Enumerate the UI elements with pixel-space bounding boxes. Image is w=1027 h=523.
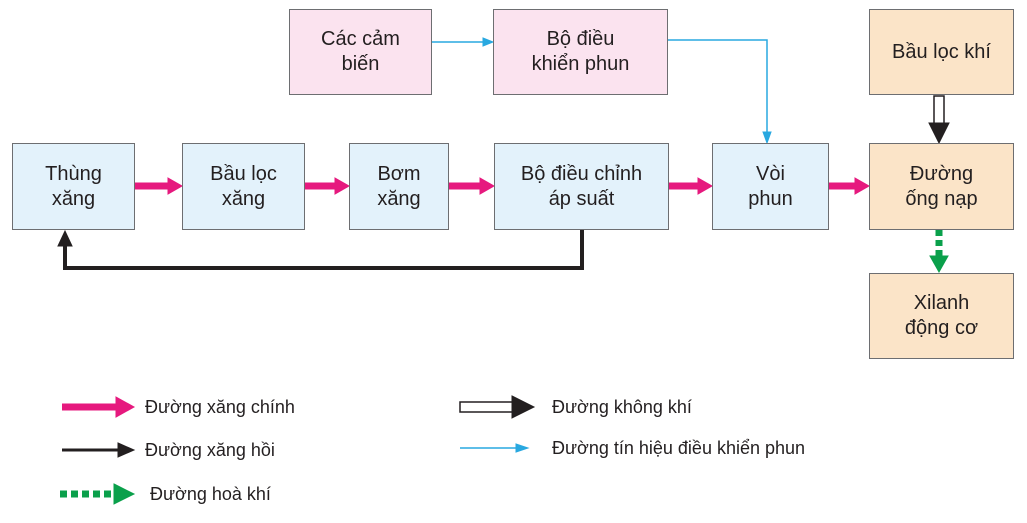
arrowhead-bom-to-dieuchinh [479, 177, 496, 195]
box-pressure-regulator: Bộ điều chỉnh áp suất [494, 143, 669, 230]
air-arrowhead [928, 122, 950, 145]
box-fuel-filter: Bầu lọc xăng [182, 143, 305, 230]
mixture-line [929, 230, 949, 274]
box-fuel-pump-label: Bơm xăng [377, 162, 421, 210]
box-injector: Vòi phun [712, 143, 829, 230]
box-engine-cylinder-label: Xilanh động cơ [904, 292, 979, 339]
legend-mixture-label: Đường hoà khí [150, 484, 271, 504]
mixture-arrowhead [929, 255, 949, 274]
legend-mixture-symbol [60, 483, 136, 505]
box-intake-manifold: Đường ống nạp [869, 143, 1014, 230]
main-fuel-arrows [135, 177, 871, 195]
box-fuel-pump: Bơm xăng [349, 143, 449, 230]
legend-signal-symbol [460, 443, 530, 453]
box-sensors: Các cảm biến [289, 9, 432, 95]
legend-main-fuel-label: Đường xăng chính [145, 397, 295, 417]
return-arrowhead [57, 229, 73, 247]
box-fuel-tank-label: Thùng xăng [45, 162, 102, 210]
arrowhead-bauloc-to-bom [334, 177, 351, 195]
arrowhead-thung-to-bauloc [167, 177, 184, 195]
return-path [63, 230, 584, 270]
box-sensors-label: Các cảm biến [321, 28, 400, 75]
return-fuel-line [57, 229, 584, 270]
air-line [928, 95, 950, 145]
legend-air-label: Đường không khí [552, 397, 692, 417]
box-air-filter-label: Bầu lọc khí [892, 40, 991, 63]
box-engine-cylinder: Xilanh động cơ [869, 273, 1014, 359]
box-intake-manifold-label: Đường ống nạp [905, 162, 978, 210]
box-injection-controller-label: Bộ điều khiển phun [531, 28, 630, 75]
signal-ecu-to-injector [668, 39, 768, 133]
legend-air-symbol [459, 395, 536, 419]
box-fuel-filter-label: Bầu lọc xăng [210, 162, 277, 210]
box-pressure-regulator-label: Bộ điều chỉnh áp suất [520, 162, 643, 210]
box-air-filter: Bầu lọc khí [869, 9, 1014, 95]
legend-main-fuel-symbol [62, 396, 136, 418]
legend-signal-label: Đường tín hiệu điều khiển phun [552, 438, 806, 458]
air-shaft [933, 95, 945, 125]
box-injector-label: Vòi phun [748, 162, 793, 210]
legend-graphics [60, 395, 536, 505]
arrowhead-dieuchinh-to-voiphun [697, 177, 714, 195]
signal-lines [432, 37, 772, 145]
box-fuel-tank: Thùng xăng [12, 143, 135, 230]
signal-sensors-arrowhead [482, 37, 495, 47]
box-injection-controller: Bộ điều khiển phun [493, 9, 668, 95]
signal-injector-arrowhead [762, 131, 772, 145]
legend-return-fuel-label: Đường xăng hồi [145, 440, 275, 460]
arrowhead-voiphun-to-ongnap [854, 177, 871, 195]
legend-return-fuel-symbol [62, 442, 136, 458]
